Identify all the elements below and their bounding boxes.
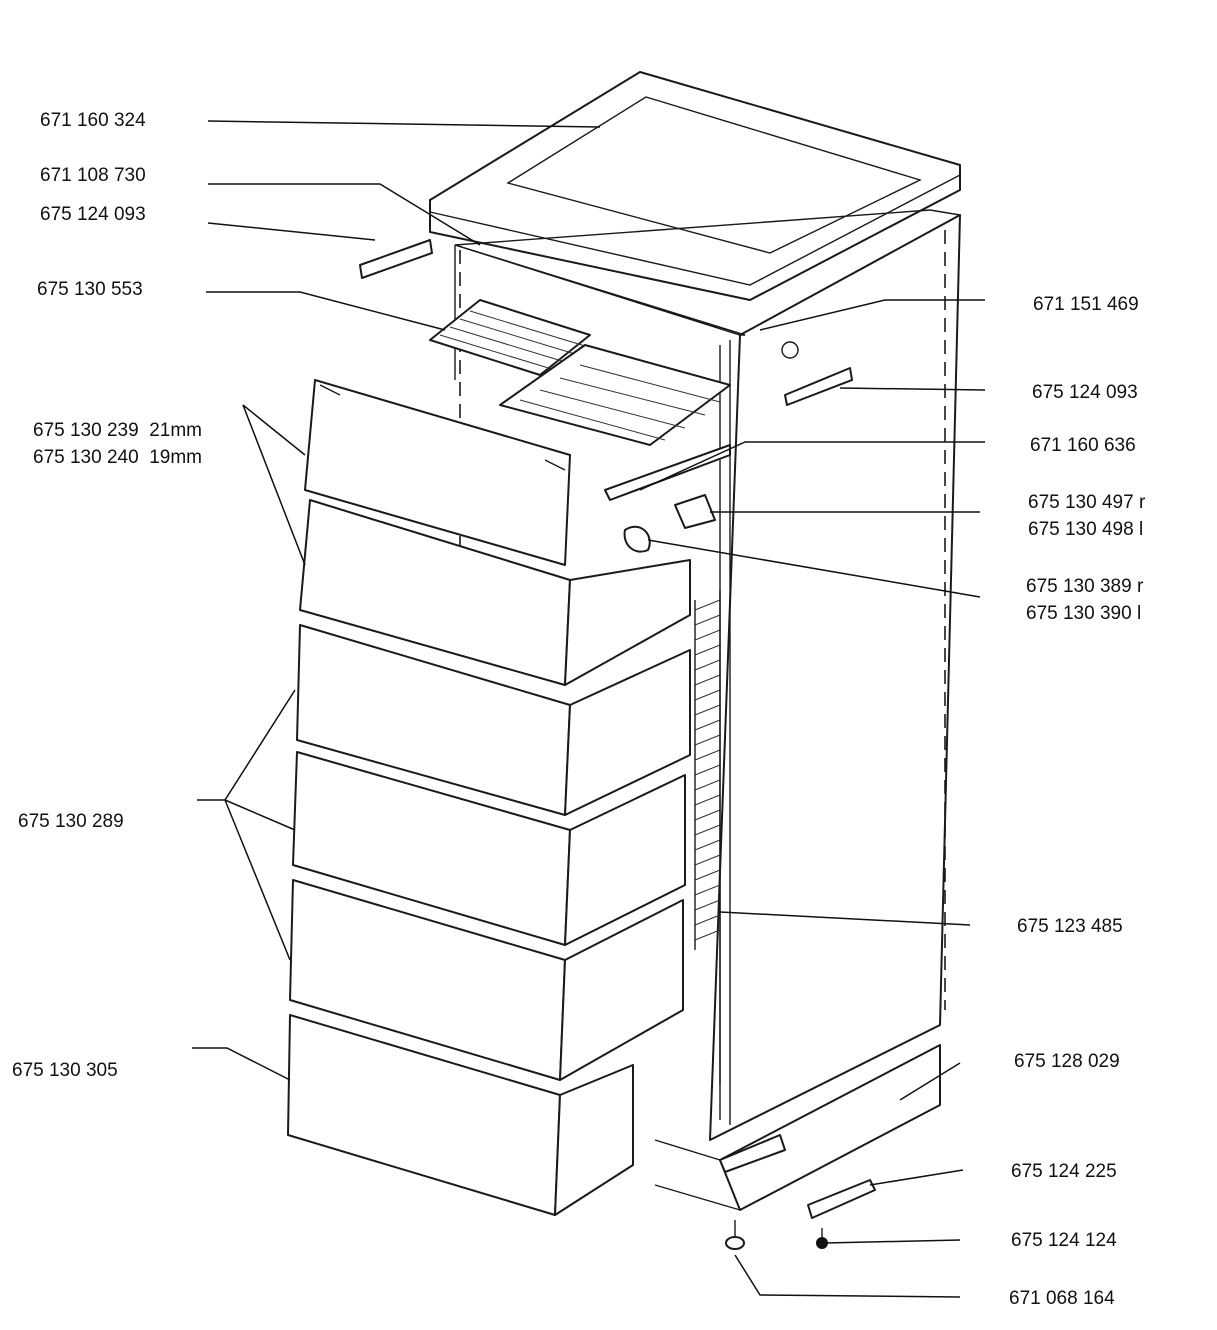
label-evaporator: 675 123 485: [1017, 916, 1123, 937]
brackets: [359, 239, 853, 553]
label-hinge-top-right: 675 124 093: [1032, 382, 1138, 403]
label-top-trim: 671 108 730: [40, 165, 146, 186]
label-foot: 675 124 124: [1011, 1230, 1117, 1251]
label-top-cover: 671 160 324: [40, 110, 146, 131]
label-bracket-l: 675 130 498 l: [1028, 519, 1144, 540]
flap-part: [304, 379, 571, 566]
bottom-hardware: [725, 1179, 876, 1250]
label-hinge-bottom: 675 124 225: [1011, 1161, 1117, 1182]
label-bottom-drawer: 675 130 305: [12, 1060, 118, 1081]
label-screw-foot: 671 068 164: [1009, 1288, 1115, 1309]
label-plinth: 675 128 029: [1014, 1051, 1120, 1072]
evaporator-grid: [694, 590, 721, 1085]
label-flap-a: 675 130 239 21mm: [33, 420, 203, 441]
label-shelf-rail: 671 160 636: [1030, 435, 1136, 456]
wire-shelves: [429, 299, 731, 501]
label-drawer: 675 130 289: [18, 811, 124, 832]
plinth-part: [654, 1044, 941, 1211]
label-ice-tray-shelf: 675 130 553: [37, 279, 143, 300]
label-hinge-top-left: 675 124 093: [40, 204, 146, 225]
label-knob: 671 151 469: [1033, 294, 1139, 315]
label-clip-r: 675 130 389 r: [1026, 576, 1144, 597]
label-flap-b: 675 130 240 19mm: [33, 447, 203, 468]
drawers: [287, 499, 691, 1216]
label-bracket-r: 675 130 497 r: [1028, 492, 1146, 513]
leader-lines: [192, 120, 986, 1298]
label-clip-l: 675 130 390 l: [1026, 603, 1142, 624]
top-cover-part: [429, 71, 961, 301]
